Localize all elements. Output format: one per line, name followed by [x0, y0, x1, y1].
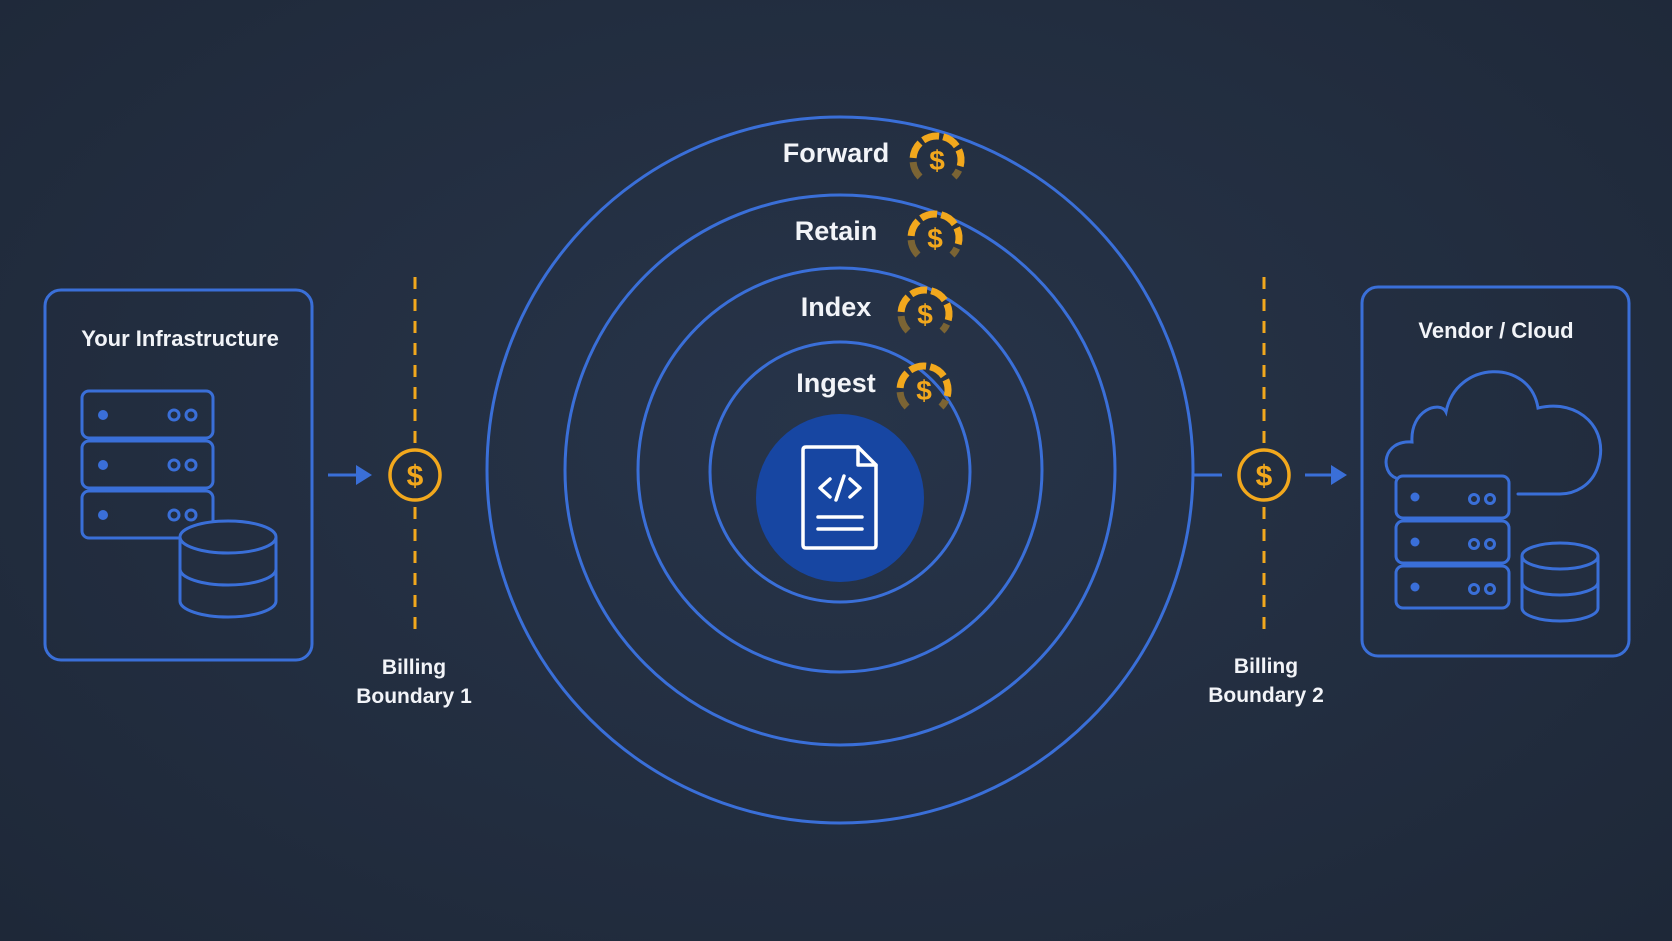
svg-text:$: $ [917, 299, 933, 330]
svg-text:$: $ [1256, 460, 1273, 493]
database-icon [1520, 541, 1600, 623]
ring-ingest [708, 340, 972, 604]
processing-rings [485, 115, 1195, 825]
dollar-gauge-icon-index: $ [897, 286, 953, 334]
boundary-1-label: Billing Boundary 1 [356, 653, 472, 711]
database-icon [178, 519, 278, 619]
svg-text:$: $ [916, 375, 932, 406]
ring-label-forward: Forward [782, 138, 890, 168]
arrow-right-icon [328, 465, 372, 485]
boundary-1-label-line2: Boundary 1 [356, 685, 472, 708]
ring-cost-gauges: $ $ $ $ [896, 132, 965, 410]
ring-index [636, 266, 1044, 674]
boundary-2-label: Billing Boundary 2 [1208, 652, 1324, 710]
code-document-icon [801, 445, 878, 550]
billing-boundary-lines [413, 277, 1266, 638]
dollar-gauge-icon-ingest: $ [896, 362, 952, 410]
dollar-gauge-icon-retain: $ [907, 210, 963, 258]
ring-retain [563, 193, 1117, 747]
left-infrastructure-box [43, 288, 314, 662]
cloud-icon [1384, 370, 1603, 496]
left-box-title: Your Infrastructure [81, 326, 279, 351]
svg-text:$: $ [407, 460, 424, 493]
arrow-right-icon [1305, 465, 1347, 485]
right-vendor-box [1360, 285, 1631, 658]
dollar-coin-icon: $ [388, 448, 442, 502]
dollar-coin-icon: $ [1237, 448, 1291, 502]
core-circle [756, 414, 924, 582]
svg-text:$: $ [929, 145, 945, 176]
ring-forward [485, 115, 1195, 825]
server-rack-icon [1394, 474, 1511, 610]
ring-label-index: Index [800, 292, 872, 322]
ring-label-ingest: Ingest [796, 368, 876, 398]
boundary-1-label-line1: Billing [381, 656, 447, 679]
dollar-gauge-icon-forward: $ [909, 132, 965, 180]
svg-text:$: $ [927, 223, 943, 254]
ring-label-retain: Retain [794, 216, 878, 246]
core-node [756, 414, 924, 582]
boundary-2-label-line2: Boundary 2 [1208, 684, 1324, 707]
flow-connectors [328, 465, 1347, 485]
server-rack-icon [80, 389, 215, 540]
boundary-2-label-line1: Billing [1233, 655, 1299, 678]
right-box-title: Vendor / Cloud [1418, 318, 1574, 343]
